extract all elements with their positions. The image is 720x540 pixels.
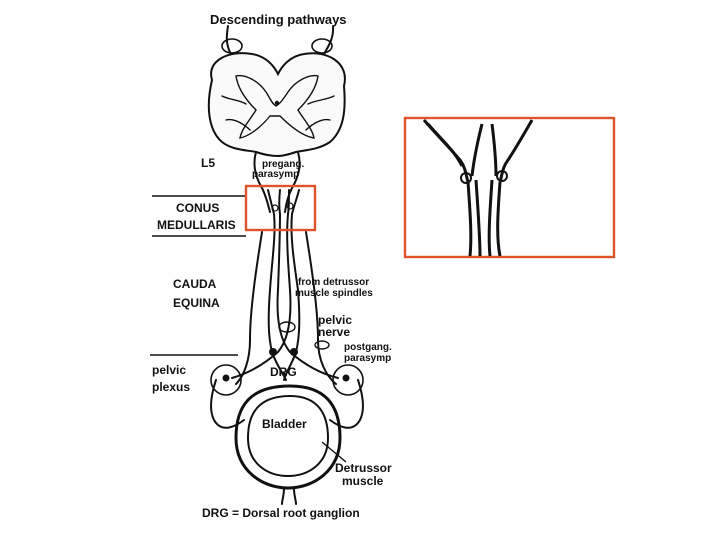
detrusor-spindles-label-1: from detrussor <box>298 277 369 288</box>
postgang-label-1: postgang. <box>344 342 392 353</box>
conus-highlight-box <box>244 184 317 232</box>
postgang-label-2: parasymp <box>344 353 391 364</box>
pelvic-nerve-label-2: nerve <box>318 325 350 339</box>
zoom-inset <box>403 116 616 259</box>
cauda-label-1: CAUDA <box>173 277 217 291</box>
cauda-equina-outer <box>235 231 337 385</box>
footer-drg-legend: DRG = Dorsal root ganglion <box>202 506 360 520</box>
conus-label-1: CONUS <box>176 201 219 215</box>
detrusor-muscle-label-2: muscle <box>342 474 384 488</box>
l5-label: L5 <box>201 156 215 170</box>
pregang-label-2: parasymp <box>252 169 299 180</box>
drg-label: DRG <box>270 365 297 379</box>
detrusor-muscle-label-1: Detrussor <box>335 461 392 475</box>
detrusor-spindles-label-2: muscle spindles <box>295 288 373 299</box>
drg-ganglion-left <box>269 348 277 356</box>
bladder <box>234 384 342 505</box>
descending-pathways-label: Descending pathways <box>210 12 347 27</box>
pelvic-plexus-right <box>329 364 365 429</box>
bladder-label: Bladder <box>262 417 307 431</box>
conus-label-2: MEDULLARIS <box>157 218 236 232</box>
drg-ganglion-right <box>290 348 298 356</box>
cauda-label-2: EQUINA <box>173 296 220 310</box>
pelvic-plexus-label-1: pelvic <box>152 363 186 377</box>
pelvic-plexus-label-2: plexus <box>152 380 190 394</box>
conus-nerve-roots <box>267 189 300 291</box>
spinal-cord-section <box>207 52 346 158</box>
pregang-label-1: pregang. <box>262 159 304 170</box>
pelvic-nerve-label-1: pelvic <box>318 313 352 327</box>
cord-taper-outline <box>253 151 301 213</box>
